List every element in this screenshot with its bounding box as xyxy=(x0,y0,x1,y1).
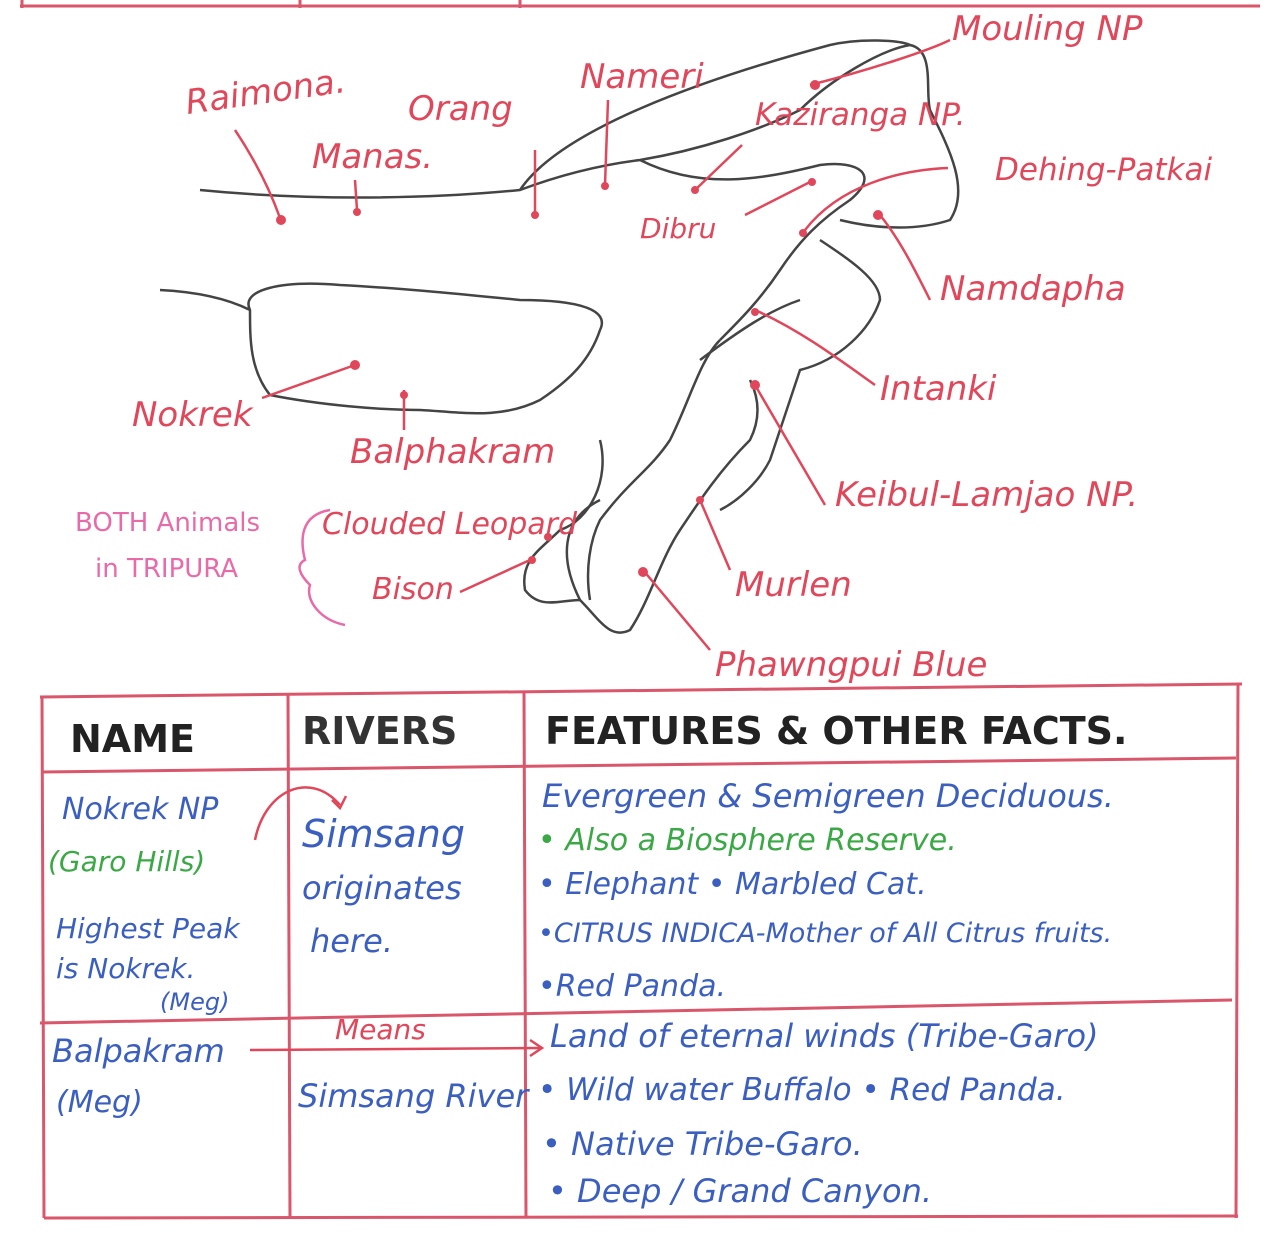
label-keibul-lamjao: Keibul-Lamjao NP. xyxy=(835,475,1139,515)
row1-feature-4: •CITRUS INDICA-Mother of All Citrus frui… xyxy=(538,918,1113,949)
row1-feature-2: • Also a Biosphere Reserve. xyxy=(538,823,957,858)
header-rivers: RIVERS xyxy=(302,709,458,753)
dibru-dot xyxy=(808,178,816,186)
namdapha-dot xyxy=(873,210,883,220)
label-manas: Manas. xyxy=(312,137,434,177)
label-dibru: Dibru xyxy=(640,212,717,245)
assam-upper xyxy=(639,158,866,341)
row2-feature-3: • Native Tribe-Garo. xyxy=(542,1125,863,1163)
nagaland-manipur xyxy=(719,238,882,512)
row2-feature-2: • Wild water Buffalo • Red Panda. xyxy=(538,1072,1066,1108)
header-name: NAME xyxy=(70,717,195,761)
state-outlines xyxy=(159,39,960,634)
arunachal-outline xyxy=(199,43,960,229)
dehing-dot xyxy=(799,229,807,237)
label-kaziranga: Kaziranga NP. xyxy=(755,97,966,133)
raimona-dot xyxy=(276,215,286,225)
mizoram-left xyxy=(565,498,601,601)
row2-means-note: Means xyxy=(335,1013,426,1046)
row1-name-line4: is Nokrek. xyxy=(56,952,196,985)
label-intanki: Intanki xyxy=(880,369,997,409)
row1-name-line2: (Garo Hills) xyxy=(48,845,206,878)
orang-dot xyxy=(531,211,539,219)
row1-river-line3: here. xyxy=(310,922,393,960)
row2-name-line1: Balpakram xyxy=(52,1032,225,1070)
label-leaders xyxy=(233,38,951,651)
assam-lower xyxy=(586,339,721,601)
keibul-dot xyxy=(750,380,760,390)
park-dots xyxy=(276,80,883,577)
balphakram-dot xyxy=(400,391,408,399)
row1-feature-1: Evergreen & Semigreen Deciduous. xyxy=(542,777,1114,815)
row1-name-line5: (Meg) xyxy=(160,988,230,1016)
row1-river-line2: originates xyxy=(302,869,462,907)
label-nameri: Nameri xyxy=(580,57,704,97)
intanki-dot xyxy=(751,308,759,316)
row1-name-line1: Nokrek NP xyxy=(62,792,219,827)
row1-name-line3: Highest Peak xyxy=(56,912,240,945)
balpakram-arrow xyxy=(249,1046,541,1052)
label-in-tripura: in TRIPURA xyxy=(95,554,239,584)
phawngpui-dot xyxy=(638,567,648,577)
label-dehing-patkai: Dehing-Patkai xyxy=(995,152,1213,188)
nokrek-dot xyxy=(350,360,360,370)
arunachal-top xyxy=(518,39,911,191)
top-table-remnant xyxy=(20,0,1260,8)
tripura-brace xyxy=(298,508,346,627)
meghalaya-outline xyxy=(159,282,603,415)
nokrek-river-arrow xyxy=(253,786,341,841)
row1-feature-5: •Red Panda. xyxy=(538,969,727,1004)
row1-river-line1: Simsang xyxy=(302,812,465,856)
row2-feature-1: Land of eternal winds (Tribe-Garo) xyxy=(550,1017,1099,1055)
bison-dot xyxy=(528,556,536,564)
label-phawngpui: Phawngpui Blue xyxy=(715,645,988,685)
label-mouling: Mouling NP xyxy=(952,9,1143,49)
row1-feature-3: • Elephant • Marbled Cat. xyxy=(538,867,927,902)
clouded-dot xyxy=(544,533,552,541)
header-features: FEATURES & OTHER FACTS. xyxy=(545,709,1128,753)
label-nokrek: Nokrek xyxy=(132,395,253,435)
manas-dot xyxy=(353,208,361,216)
row2-name-line2: (Meg) xyxy=(56,1085,143,1120)
murlen-dot xyxy=(696,496,704,504)
row2-feature-4: • Deep / Grand Canyon. xyxy=(548,1172,933,1210)
mouling-dot xyxy=(810,80,820,90)
row2-river-line1: Simsang River xyxy=(298,1077,529,1115)
label-clouded-leopard: Clouded Leopard xyxy=(322,507,578,542)
kaziranga-dot xyxy=(691,186,699,194)
label-balphakram: Balphakram xyxy=(350,432,556,472)
nameri-dot xyxy=(601,182,609,190)
tripura-mizoram xyxy=(522,379,759,634)
label-namdapha: Namdapha xyxy=(940,269,1126,309)
label-orang: Orang xyxy=(408,89,513,129)
label-both-animals: BOTH Animals xyxy=(75,508,261,538)
label-bison: Bison xyxy=(372,572,454,607)
label-murlen: Murlen xyxy=(735,565,852,605)
assam-manipur-link xyxy=(699,298,801,362)
